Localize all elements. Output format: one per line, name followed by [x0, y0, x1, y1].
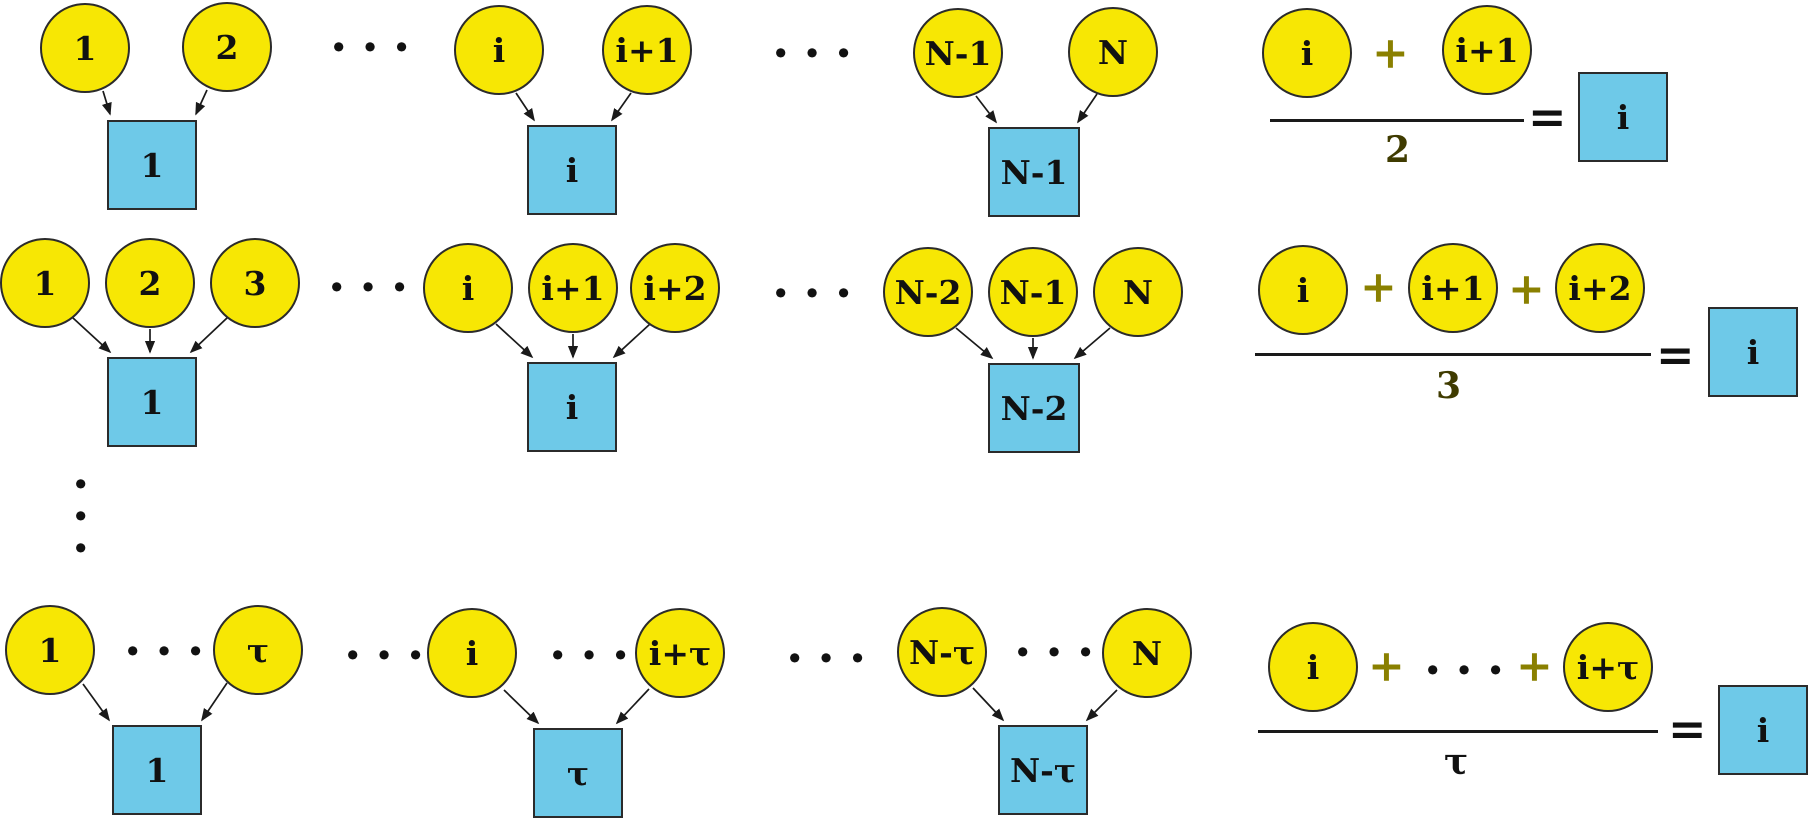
sequence-node-circle: N-τ: [897, 607, 987, 697]
sequence-node-circle: 1: [5, 605, 95, 695]
arrow: [503, 689, 540, 725]
average-node-square: 1: [107, 357, 197, 447]
horizontal-ellipsis: ···: [344, 625, 439, 684]
result-square: i: [1578, 72, 1668, 162]
arrow: [195, 89, 208, 116]
horizontal-ellipsis: ···: [772, 23, 867, 82]
sequence-node-circle: N-2: [883, 247, 973, 337]
arrow: [101, 90, 112, 116]
denominator: τ: [1444, 741, 1469, 783]
sequence-node-circle: N: [1093, 247, 1183, 337]
formula-term-circle: i: [1268, 622, 1358, 712]
arrow: [612, 323, 651, 359]
denominator: 3: [1436, 365, 1462, 407]
sequence-node-circle: i+2: [630, 243, 720, 333]
sequence-node-circle: N: [1102, 608, 1192, 698]
average-node-square: i: [527, 362, 617, 452]
horizontal-ellipsis: ···: [786, 628, 881, 687]
average-node-square: 1: [112, 725, 202, 815]
plus-operator: +: [1508, 264, 1545, 315]
horizontal-ellipsis: ···: [328, 257, 423, 316]
horizontal-ellipsis: ···: [330, 17, 425, 76]
average-node-square: i: [527, 125, 617, 215]
arrow: [972, 687, 1005, 722]
arrow: [611, 92, 632, 122]
horizontal-ellipsis: ···: [1014, 622, 1109, 681]
average-node-square: N-τ: [998, 725, 1088, 815]
arrow: [201, 682, 228, 722]
sequence-node-circle: 2: [182, 2, 272, 92]
denominator: 2: [1385, 129, 1411, 171]
sequence-node-circle: 1: [40, 3, 130, 93]
result-square: i: [1718, 685, 1808, 775]
fraction-bar: [1258, 730, 1658, 733]
vertical-ellipsis: · · ·: [72, 454, 90, 577]
equals-sign: =: [1656, 328, 1695, 382]
sequence-node-circle: N-1: [988, 247, 1078, 337]
arrow: [1077, 93, 1098, 124]
result-square: i: [1708, 307, 1798, 397]
horizontal-ellipsis: ···: [124, 621, 219, 680]
sequence-node-circle: 1: [0, 238, 90, 328]
average-node-square: τ: [533, 728, 623, 818]
plus-operator: +: [1516, 641, 1553, 692]
horizontal-ellipsis: ···: [549, 625, 644, 684]
sequence-node-circle: i: [454, 5, 544, 95]
plus-operator: +: [1368, 641, 1405, 692]
formula-term-circle: i+2: [1555, 243, 1645, 333]
formula-term-circle: i: [1258, 245, 1348, 335]
sequence-node-circle: i: [427, 608, 517, 698]
formula-term-circle: i+τ: [1563, 622, 1653, 712]
arrow: [72, 317, 112, 354]
sequence-node-circle: i+τ: [635, 608, 725, 698]
average-node-square: N-2: [988, 363, 1080, 453]
arrow: [82, 683, 110, 722]
arrow: [975, 95, 998, 124]
sequence-node-circle: 2: [105, 238, 195, 328]
arrow: [1073, 327, 1111, 360]
sequence-node-circle: N-1: [913, 8, 1003, 98]
equals-sign: =: [1668, 702, 1707, 756]
formula-term-circle: i+1: [1442, 5, 1532, 95]
fraction-bar: [1255, 353, 1651, 356]
plus-operator: +: [1372, 28, 1409, 79]
arrow: [495, 323, 534, 359]
sequence-node-circle: N: [1068, 7, 1158, 97]
average-node-square: N-1: [988, 127, 1080, 217]
arrow: [615, 688, 650, 725]
fraction-bar: [1270, 119, 1524, 122]
sequence-node-circle: i+1: [602, 5, 692, 95]
horizontal-ellipsis: ···: [1424, 640, 1519, 699]
arrow: [1085, 689, 1118, 722]
horizontal-ellipsis: ···: [772, 263, 867, 322]
formula-term-circle: i: [1262, 8, 1352, 98]
sequence-node-circle: i+1: [528, 243, 618, 333]
arrow: [189, 317, 228, 354]
average-node-square: 1: [107, 120, 197, 210]
arrow: [515, 92, 535, 122]
plus-operator: +: [1360, 262, 1397, 313]
sequence-node-circle: τ: [213, 605, 303, 695]
arrow: [955, 327, 994, 360]
sequence-node-circle: 3: [210, 238, 300, 328]
equals-sign: =: [1528, 90, 1567, 144]
formula-term-circle: i+1: [1408, 243, 1498, 333]
sequence-node-circle: i: [423, 243, 513, 333]
